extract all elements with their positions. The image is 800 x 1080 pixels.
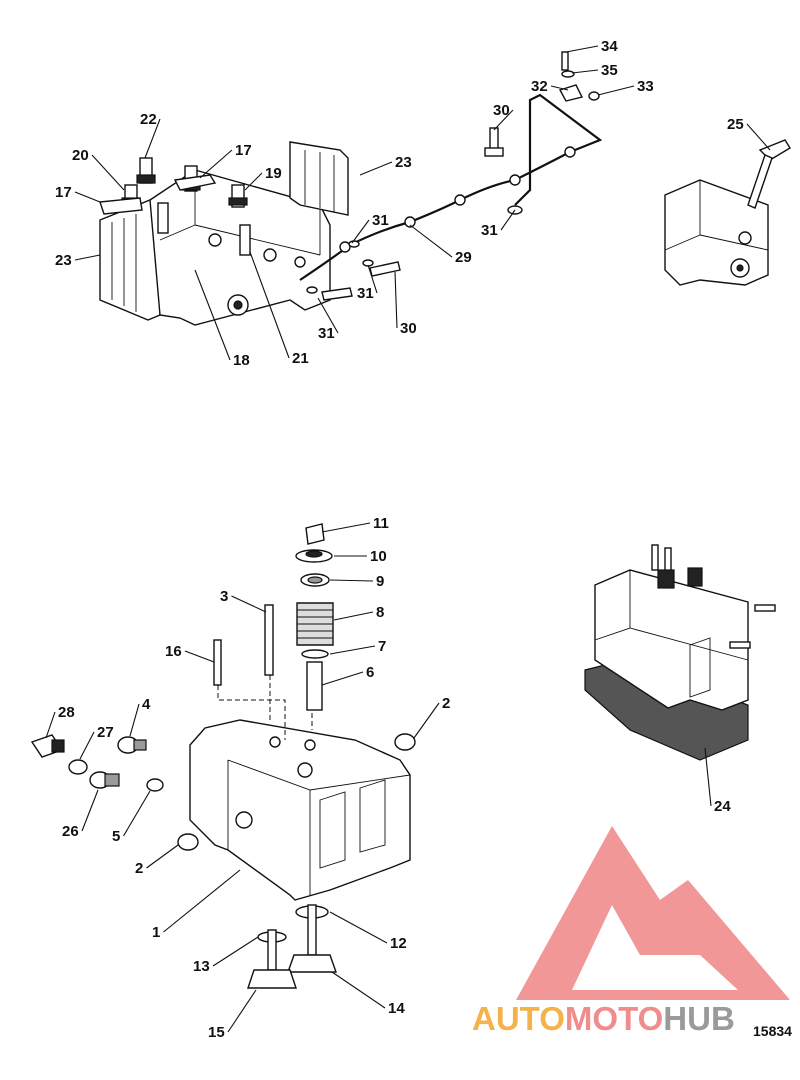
leader-line-22 <box>144 118 161 159</box>
callout-32: 32 <box>531 78 548 95</box>
callout-2: 2 <box>442 695 450 712</box>
callout-11: 11 <box>373 515 389 532</box>
watermark-part-hub: HUB <box>663 1000 735 1037</box>
watermark-part-moto: MOTO <box>565 1000 663 1037</box>
callout-31: 31 <box>481 222 498 239</box>
leader-line-30 <box>394 271 398 329</box>
callout-16: 16 <box>165 643 182 660</box>
leader-line-33 <box>597 85 635 96</box>
leader-line-3 <box>231 595 267 613</box>
callout-5: 5 <box>112 828 120 845</box>
callout-19: 19 <box>265 165 282 182</box>
callout-20: 20 <box>72 147 89 164</box>
top-head-assembly <box>99 51 603 326</box>
leader-line-5 <box>123 790 151 837</box>
leader-line-17 <box>74 191 101 203</box>
callout-22: 22 <box>140 111 157 128</box>
leader-line-4 <box>129 703 140 737</box>
bottom-head-exploded <box>30 523 416 989</box>
leader-line-29 <box>409 224 453 258</box>
leader-line-18 <box>194 269 231 361</box>
callout-1: 1 <box>152 924 160 941</box>
callout-17: 17 <box>55 184 72 201</box>
leader-line-31 <box>317 297 339 334</box>
callout-leaders <box>45 45 771 1033</box>
callout-13: 13 <box>193 958 210 975</box>
leader-line-6 <box>321 671 364 686</box>
leader-line-34 <box>565 45 599 53</box>
callout-14: 14 <box>388 1000 405 1017</box>
leader-line-32 <box>550 85 569 91</box>
callout-23: 23 <box>395 154 412 171</box>
callout-9: 9 <box>376 573 384 590</box>
leader-line-14 <box>331 971 386 1009</box>
leader-line-23 <box>359 161 393 176</box>
leader-line-7 <box>329 645 376 655</box>
callout-31: 31 <box>318 325 335 342</box>
callout-34: 34 <box>601 38 618 55</box>
leader-line-15 <box>227 989 257 1033</box>
leader-line-24 <box>704 747 712 807</box>
callout-30: 30 <box>400 320 417 337</box>
callout-21: 21 <box>292 350 309 367</box>
leader-line-28 <box>45 711 56 739</box>
leader-line-17 <box>199 149 233 179</box>
callout-15: 15 <box>208 1024 225 1041</box>
leader-line-25 <box>746 123 771 151</box>
leader-line-2 <box>146 844 179 869</box>
callout-30: 30 <box>493 102 510 119</box>
watermark-logo <box>516 826 790 1000</box>
callout-31: 31 <box>372 212 389 229</box>
leader-line-12 <box>329 911 388 944</box>
leader-line-1 <box>163 869 241 933</box>
leader-line-21 <box>249 251 290 359</box>
callout-17: 17 <box>235 142 252 159</box>
leader-line-31 <box>351 219 370 244</box>
callout-10: 10 <box>370 548 387 565</box>
callout-8: 8 <box>376 604 384 621</box>
leader-line-19 <box>244 172 263 191</box>
leader-line-35 <box>571 69 599 74</box>
callout-25: 25 <box>727 116 744 133</box>
leader-line-26 <box>81 789 99 832</box>
leader-line-16 <box>184 650 215 663</box>
leader-line-8 <box>333 611 374 621</box>
callout-33: 33 <box>637 78 654 95</box>
callout-18: 18 <box>233 352 250 369</box>
leader-line-27 <box>79 731 95 760</box>
callout-7: 7 <box>378 638 386 655</box>
leader-line-20 <box>91 154 125 191</box>
callout-31: 31 <box>357 285 374 302</box>
leader-line-9 <box>329 579 374 582</box>
callout-6: 6 <box>366 664 374 681</box>
callout-12: 12 <box>390 935 407 952</box>
leader-line-30 <box>493 109 514 131</box>
head-with-gasket <box>584 544 776 761</box>
figure-number: 15834 <box>753 1023 792 1039</box>
callout-35: 35 <box>601 62 618 79</box>
leader-line-11 <box>321 522 371 533</box>
callout-23: 23 <box>55 252 72 269</box>
leader-line-2 <box>413 702 440 739</box>
watermark-part-auto: AUTO <box>472 1000 565 1037</box>
watermark-text: AUTOMOTOHUB <box>472 1000 735 1037</box>
callout-26: 26 <box>62 823 79 840</box>
callout-29: 29 <box>455 249 472 266</box>
callout-3: 3 <box>220 588 228 605</box>
callout-4: 4 <box>142 696 151 713</box>
callout-24: 24 <box>714 798 731 815</box>
leader-line-31 <box>367 264 378 294</box>
callout-2: 2 <box>135 860 143 877</box>
leader-line-23 <box>74 254 101 261</box>
leader-line-13 <box>212 936 259 967</box>
head-with-tool <box>664 139 791 286</box>
leader-line-31 <box>500 209 516 231</box>
callout-27: 27 <box>97 724 114 741</box>
callout-28: 28 <box>58 704 75 721</box>
